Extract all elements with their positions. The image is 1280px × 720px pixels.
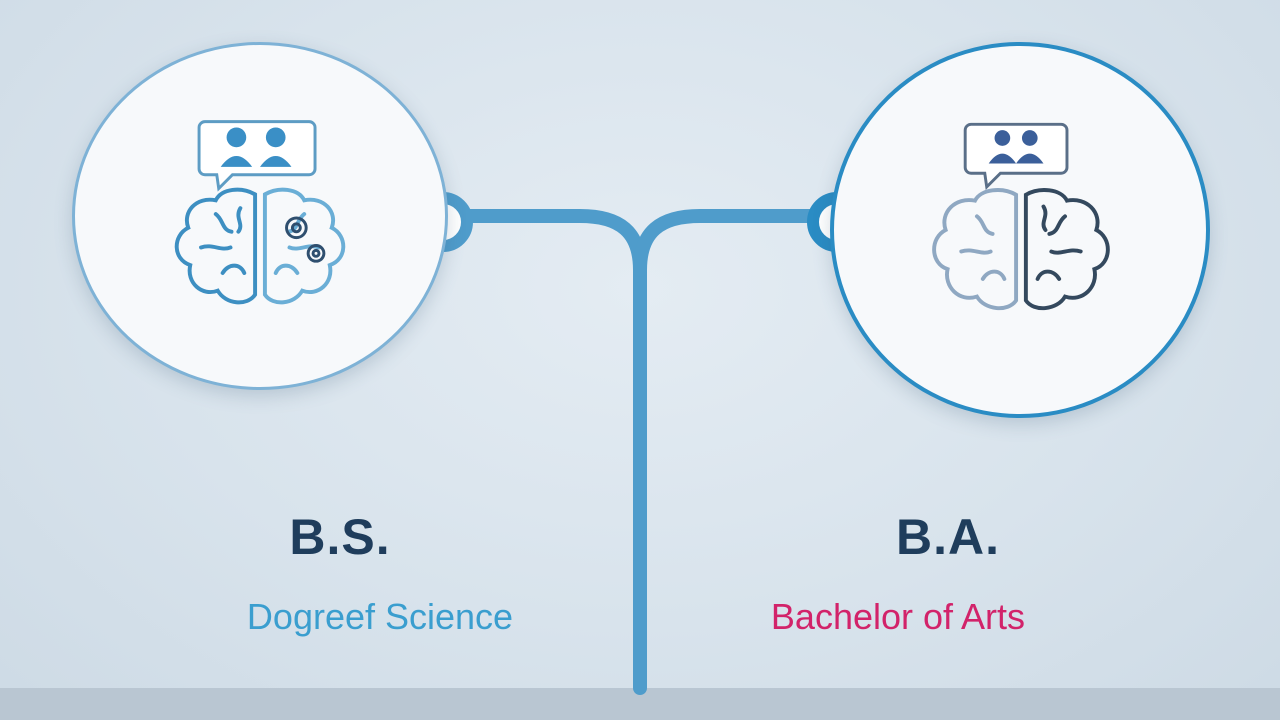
brain-icon [932, 188, 1110, 311]
ba-degree-name: Bachelor of Arts [770, 596, 1026, 637]
bs-abbreviation: B.S. [289, 509, 391, 565]
bs-degree-name: Dogreef Science [246, 596, 514, 637]
gear-icon [285, 216, 326, 263]
bs-circle [72, 42, 448, 390]
speech-bubble-icon [197, 120, 317, 192]
speech-bubble-icon [963, 122, 1069, 191]
ba-abbreviation: B.A. [896, 509, 1000, 565]
ba-circle [830, 42, 1210, 418]
brain-icon [174, 187, 346, 305]
brain-people-icon-left [174, 120, 346, 305]
brain-people-icon-right [932, 122, 1110, 311]
connector-right-branch [633, 209, 843, 277]
